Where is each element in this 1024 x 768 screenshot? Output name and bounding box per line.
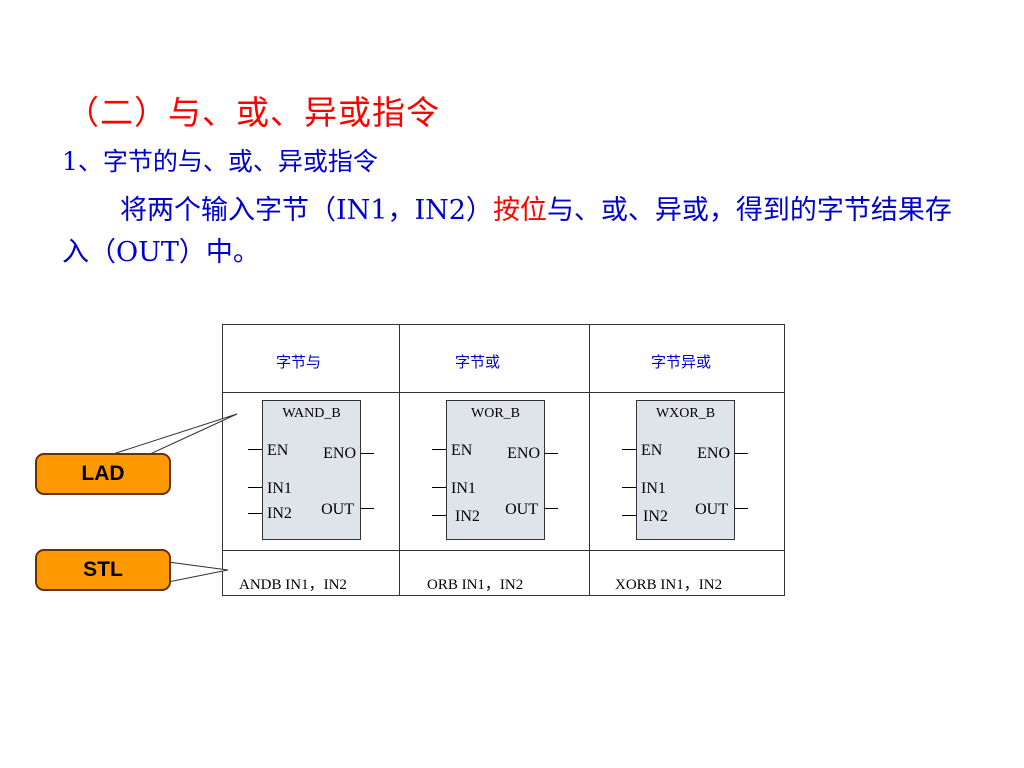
pin-en: EN xyxy=(267,442,289,459)
wire-in2 xyxy=(432,515,446,516)
description-part1: 将两个输入字节（IN1，IN2） xyxy=(120,195,493,226)
wire-eno xyxy=(734,453,748,454)
wire-en xyxy=(432,449,446,450)
pin-in1: IN1 xyxy=(451,480,476,497)
wire-in1 xyxy=(248,487,262,488)
wire-out xyxy=(734,508,748,509)
pin-in2: IN2 xyxy=(643,508,668,525)
stl-callout: STL xyxy=(35,549,171,591)
description-highlight: 按位 xyxy=(492,195,547,226)
stl-andb: ANDB IN1，IN2 xyxy=(239,577,347,593)
column-header-and: 字节与 xyxy=(276,353,322,371)
lad-block-wxor-b: WXOR_B EN ENO IN1 IN2 OUT xyxy=(636,400,735,540)
pin-out: OUT xyxy=(695,501,728,518)
lad-pointer xyxy=(109,413,238,456)
instruction-table: 字节与 字节或 字节异或 WAND_B EN ENO IN1 IN2 OUT W… xyxy=(222,324,785,596)
pin-in1: IN1 xyxy=(641,480,666,497)
pin-out: OUT xyxy=(321,501,354,518)
lad-block-wor-b: WOR_B EN ENO IN1 IN2 OUT xyxy=(446,400,545,540)
wire-in1 xyxy=(432,487,446,488)
wire-eno xyxy=(544,453,558,454)
pin-en: EN xyxy=(451,442,473,459)
block-name: WOR_B xyxy=(471,406,520,421)
wire-en xyxy=(622,449,636,450)
pin-in2: IN2 xyxy=(455,508,480,525)
pin-in1: IN1 xyxy=(267,480,292,497)
description-part2: 与、或、异或，得到的字节结果存入（OUT）中。 xyxy=(62,195,952,268)
description-paragraph: 将两个输入字节（IN1，IN2）按位与、或、异或，得到的字节结果存入（OUT）中… xyxy=(62,190,962,274)
stl-pointer xyxy=(167,561,229,583)
table-divider xyxy=(223,392,784,393)
wire-out xyxy=(544,508,558,509)
table-divider xyxy=(223,550,784,551)
stl-orb: ORB IN1，IN2 xyxy=(427,577,524,593)
column-header-xor: 字节异或 xyxy=(651,353,712,371)
slide-title: （二）与、或、异或指令 xyxy=(66,93,440,132)
wire-in1 xyxy=(622,487,636,488)
wire-in2 xyxy=(622,515,636,516)
lad-block-wand-b: WAND_B EN ENO IN1 IN2 OUT xyxy=(262,400,361,540)
pin-eno: ENO xyxy=(507,445,540,462)
stl-xorb: XORB IN1，IN2 xyxy=(615,577,723,593)
table-divider xyxy=(589,325,590,596)
pin-in2: IN2 xyxy=(267,505,292,522)
wire-in2 xyxy=(248,513,262,514)
table-divider xyxy=(399,325,400,596)
pin-en: EN xyxy=(641,442,663,459)
wire-en xyxy=(248,449,262,450)
lad-callout: LAD xyxy=(35,453,171,495)
wire-eno xyxy=(360,453,374,454)
pin-eno: ENO xyxy=(697,445,730,462)
pin-eno: ENO xyxy=(323,445,356,462)
section-heading: 1、字节的与、或、异或指令 xyxy=(62,147,378,176)
pin-out: OUT xyxy=(505,501,538,518)
block-name: WXOR_B xyxy=(655,406,716,421)
block-name: WAND_B xyxy=(282,406,341,421)
column-header-or: 字节或 xyxy=(455,353,501,371)
wire-out xyxy=(360,508,374,509)
